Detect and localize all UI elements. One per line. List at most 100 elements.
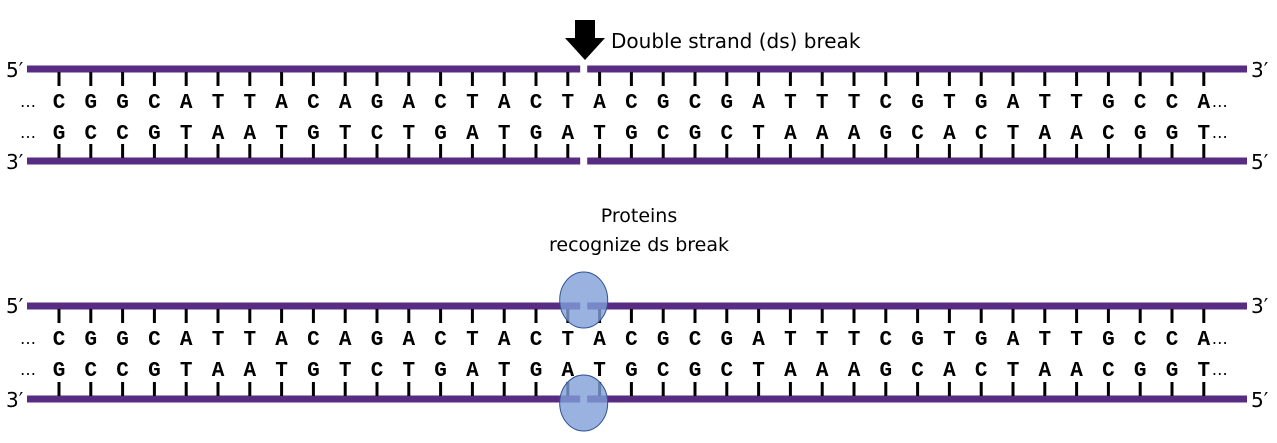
p2-top-backbone-left xyxy=(27,302,581,310)
p2-bottom-base: G xyxy=(1134,360,1147,383)
p1-top-base: A xyxy=(180,92,193,115)
p1-top-base: A xyxy=(339,92,352,115)
p2-top-base: C xyxy=(689,329,702,352)
p2-bottom-base: C xyxy=(720,360,733,383)
p1-bottom-base: G xyxy=(434,123,447,146)
panel-ds-break: Double strand (ds) break 5′ 3′ 3′ 5′ CGG… xyxy=(6,20,1269,174)
p1-top-base: C xyxy=(530,92,543,115)
p1-top-base: T xyxy=(784,92,797,115)
p2-bottom-backbone-right xyxy=(587,395,1247,403)
p2-top-leading-ellipsis: … xyxy=(20,329,36,348)
p1-top-leading-ellipsis: … xyxy=(20,92,36,111)
p2-top-base: A xyxy=(593,329,606,352)
p2-bottom-base: T xyxy=(593,360,606,383)
repair-protein-lower xyxy=(559,374,609,432)
p2-bottom-base: G xyxy=(1166,360,1179,383)
p1-bottom-base: A xyxy=(816,123,829,146)
p1-bottom-base: G xyxy=(625,123,638,146)
p1-top-base: C xyxy=(689,92,702,115)
p2-top-base: T xyxy=(212,329,225,352)
p1-top-backbone-right xyxy=(587,65,1247,73)
p2-top-base: T xyxy=(848,329,861,352)
p1-top-base: T xyxy=(466,92,479,115)
p1-bottom-base: G xyxy=(53,123,66,146)
p2-top-base: T xyxy=(1038,329,1051,352)
p2-bottom-base: C xyxy=(657,360,670,383)
p2-top-base: G xyxy=(657,329,670,352)
p1-bottom-base: G xyxy=(148,123,161,146)
p1-top-base: G xyxy=(657,92,670,115)
p1-bottom-3prime-label: 3′ xyxy=(6,150,24,174)
p1-backbones xyxy=(27,65,1247,165)
p2-top-base: A xyxy=(180,329,193,352)
protein-caption-line1: Proteins xyxy=(601,205,678,227)
p2-bottom-trailing-ellipsis: … xyxy=(1212,360,1228,379)
p1-bottom-base: C xyxy=(1102,123,1115,146)
p1-top-base: G xyxy=(975,92,988,115)
p2-top-base: C xyxy=(879,329,892,352)
p2-top-base: A xyxy=(275,329,288,352)
p1-bottom-base: G xyxy=(307,123,320,146)
p2-bottom-base: G xyxy=(434,360,447,383)
p2-top-base: G xyxy=(84,329,97,352)
p1-top-base: T xyxy=(243,92,256,115)
p1-bottom-leading-ellipsis: … xyxy=(20,123,36,142)
p2-bottom-base: T xyxy=(1007,360,1020,383)
p2-bottom-5prime-label: 5′ xyxy=(1251,388,1269,412)
p1-top-5prime-label: 5′ xyxy=(6,58,24,82)
p2-bottom-base: T xyxy=(402,360,415,383)
p1-bottom-base: T xyxy=(498,123,511,146)
p2-top-base: C xyxy=(53,329,66,352)
p1-bottom-backbone-right xyxy=(587,157,1247,165)
p2-bottom-base: A xyxy=(1070,360,1083,383)
p2-top-base: C xyxy=(625,329,638,352)
p1-top-base: G xyxy=(1102,92,1115,115)
p2-bases: CGGCGCCGATTATAATCGATGCATCGTAATCGTAATCGGC… xyxy=(20,329,1228,383)
p1-top-base: G xyxy=(371,92,384,115)
p1-top-3prime-label: 3′ xyxy=(1251,58,1269,82)
p1-bottom-base: A xyxy=(243,123,256,146)
p2-bottom-base: A xyxy=(561,360,574,383)
p2-top-base: C xyxy=(434,329,447,352)
p2-top-base: C xyxy=(307,329,320,352)
p1-top-base: G xyxy=(116,92,129,115)
p1-bottom-base: T xyxy=(339,123,352,146)
p1-bottom-base: C xyxy=(84,123,97,146)
p1-top-base: G xyxy=(84,92,97,115)
p1-bottom-base: T xyxy=(593,123,606,146)
p1-bottom-base: T xyxy=(275,123,288,146)
p1-top-backbone-left xyxy=(27,65,581,73)
p1-top-base: T xyxy=(1070,92,1083,115)
p1-bottom-base: A xyxy=(943,123,956,146)
p2-bottom-base: G xyxy=(689,360,702,383)
protein-caption-line2: recognize ds break xyxy=(549,234,729,256)
p2-top-base: A xyxy=(1007,329,1020,352)
p1-bottom-base: A xyxy=(466,123,479,146)
p2-bottom-base: C xyxy=(116,360,129,383)
p1-base-ticks xyxy=(57,72,1206,158)
p2-bottom-base: A xyxy=(466,360,479,383)
p2-bottom-base: A xyxy=(848,360,861,383)
p1-bottom-base: T xyxy=(402,123,415,146)
p2-top-base: C xyxy=(148,329,161,352)
p2-top-base: T xyxy=(243,329,256,352)
p1-bottom-base: C xyxy=(720,123,733,146)
p2-top-base: G xyxy=(975,329,988,352)
p2-bottom-base: C xyxy=(911,360,924,383)
p1-top-base: C xyxy=(148,92,161,115)
p1-bottom-base: C xyxy=(371,123,384,146)
p2-top-5prime-label: 5′ xyxy=(6,294,24,318)
p2-bottom-base: T xyxy=(1197,360,1210,383)
p1-top-base: T xyxy=(561,92,574,115)
p2-proteins xyxy=(559,271,609,432)
p2-top-trailing-ellipsis: … xyxy=(1212,329,1228,348)
p1-bottom-base: G xyxy=(530,123,543,146)
p2-top-base: T xyxy=(1070,329,1083,352)
p1-bottom-base: G xyxy=(879,123,892,146)
p2-bottom-base: T xyxy=(180,360,193,383)
p1-bottom-base: C xyxy=(911,123,924,146)
p1-top-base: C xyxy=(1166,92,1179,115)
p2-bottom-3prime-label: 3′ xyxy=(6,388,24,412)
ds-break-annotation: Double strand (ds) break xyxy=(611,29,861,53)
